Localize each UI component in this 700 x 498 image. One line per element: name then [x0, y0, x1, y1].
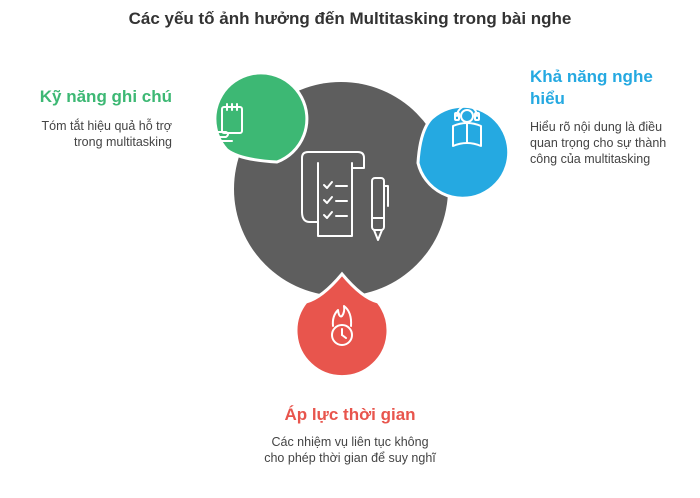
burning-clock-icon [331, 305, 353, 346]
factor-title-note-taking: Kỹ năng ghi chú [39, 87, 172, 106]
listening-droplet [416, 104, 511, 200]
factor-desc-note-taking: Tóm tắt hiệu quả hỗ trợ trong multitaski… [41, 119, 173, 149]
factor-title-listening: Khả năng nghe hiểu [530, 67, 653, 108]
headset-book-icon [452, 105, 482, 147]
notepad-hand-icon [201, 103, 243, 142]
factor-desc-time-pressure: Các nhiệm vụ liên tục không cho phép thờ… [264, 435, 436, 465]
note-taking-droplet [201, 71, 309, 164]
factor-title-time-pressure: Áp lực thời gian [284, 405, 416, 424]
factor-desc-listening: Hiểu rõ nội dung là điều quan trọng cho … [530, 120, 667, 166]
time-pressure-droplet [294, 271, 390, 379]
document-checklist-pen-icon [301, 151, 389, 241]
diagram-title: Các yếu tố ảnh hưởng đến Multitasking tr… [128, 9, 572, 28]
